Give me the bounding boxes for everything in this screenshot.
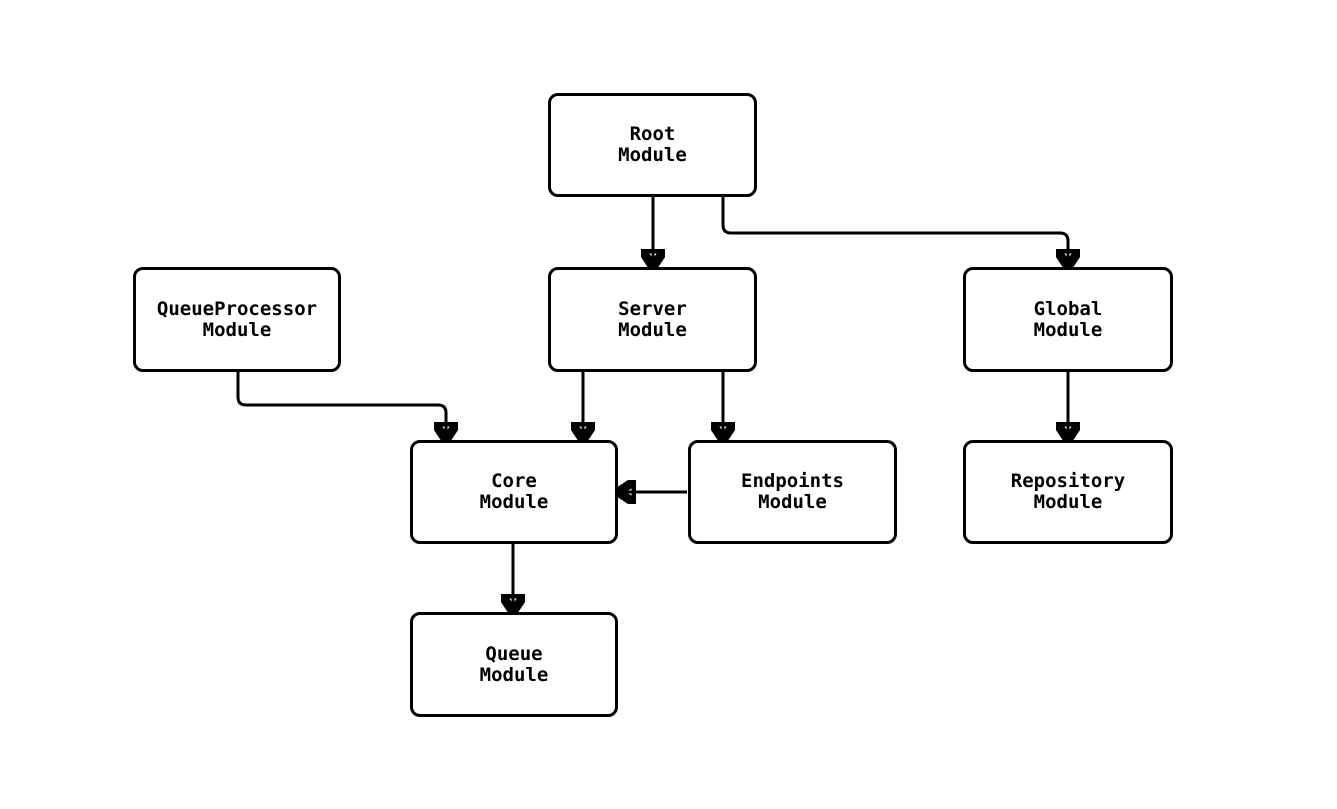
node-label-line2: Module bbox=[1033, 318, 1103, 341]
node-repository-module: Repository Module bbox=[963, 440, 1173, 544]
node-queueprocessor-module: QueueProcessor Module bbox=[133, 267, 341, 372]
node-label-line1: Global bbox=[1033, 297, 1103, 320]
node-label-line1: Core bbox=[491, 470, 537, 492]
node-label-line2: Module bbox=[758, 491, 827, 513]
node-queue-module: Queue Module bbox=[410, 612, 618, 717]
node-label-line2: Module bbox=[1033, 491, 1103, 513]
node-endpoints-module: Endpoints Module bbox=[688, 440, 897, 544]
node-label-line2: Module bbox=[618, 144, 687, 166]
edge-queueprocessor-to-core bbox=[236, 372, 446, 440]
node-label-line1: Server bbox=[618, 297, 687, 320]
node-root-module: Root Module bbox=[548, 93, 757, 197]
node-core-module: Core Module bbox=[410, 440, 618, 544]
node-label-line2: Module bbox=[479, 491, 549, 513]
node-label-line1: QueueProcessor bbox=[156, 297, 318, 320]
edge-root-to-global bbox=[721, 197, 1068, 267]
node-label-line2: Module bbox=[618, 318, 687, 341]
node-label-line1: Endpoints bbox=[741, 470, 844, 492]
node-label-line1: Queue bbox=[485, 642, 543, 665]
node-server-module: Server Module bbox=[548, 267, 757, 372]
node-global-module: Global Module bbox=[963, 267, 1173, 372]
node-label-line1: Root bbox=[629, 123, 676, 145]
node-label-line2: Module bbox=[479, 663, 549, 686]
node-label-line1: Repository bbox=[1010, 470, 1126, 492]
node-label-line2: Module bbox=[202, 318, 272, 341]
